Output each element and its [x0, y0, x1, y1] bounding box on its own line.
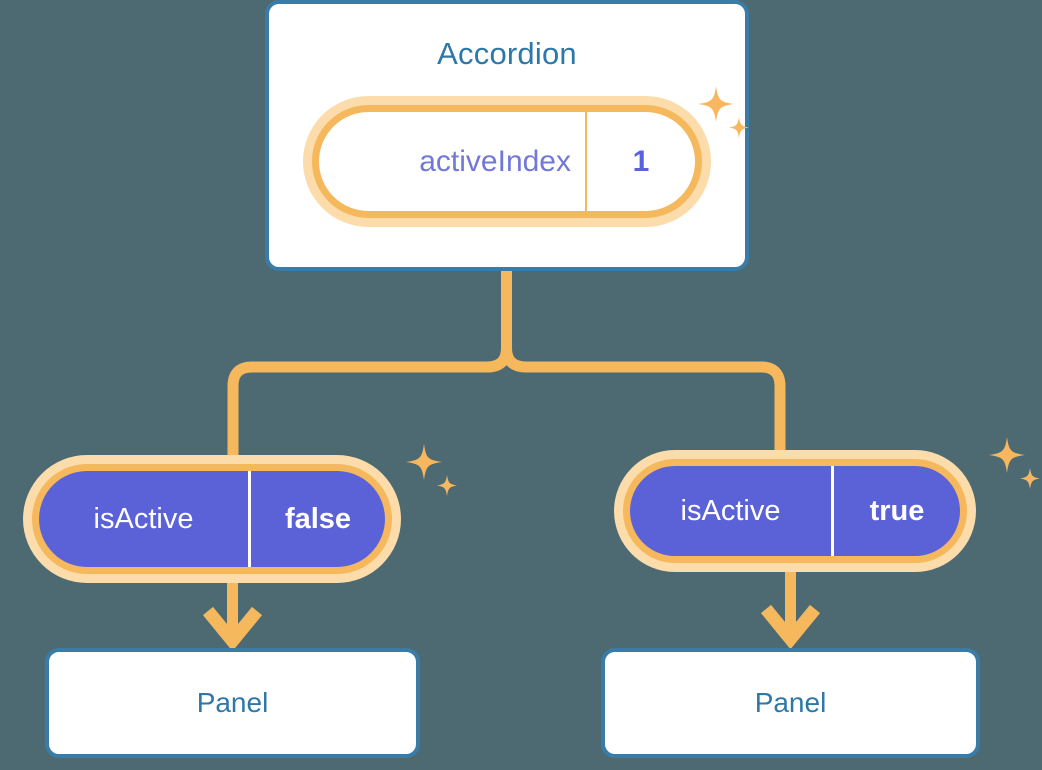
state-key-label: isActive — [39, 471, 251, 567]
sparkle-icon — [406, 444, 457, 496]
arrow-down-icon-left — [202, 574, 263, 652]
state-pill-is-active-left[interactable]: isActive false — [32, 464, 392, 574]
state-value-label: true — [869, 494, 925, 527]
component-title: Panel — [754, 687, 827, 718]
connector-branch-left — [227, 347, 512, 470]
state-key-label: isActive — [630, 466, 834, 556]
sparkle-icon — [989, 437, 1040, 489]
state-pill-active-index[interactable]: activeIndex 1 — [312, 105, 702, 218]
component-title: Panel — [196, 687, 269, 718]
component-card-panel-right[interactable]: Panel — [601, 648, 980, 758]
state-key-label: activeIndex — [319, 112, 587, 211]
component-title: Accordion — [437, 36, 577, 71]
component-card-panel-left[interactable]: Panel — [45, 648, 420, 758]
state-value-label: false — [284, 502, 352, 535]
state-pill-is-active-right[interactable]: isActive true — [623, 459, 967, 563]
connector-branch-right — [501, 347, 786, 466]
state-value-label: 1 — [632, 144, 650, 178]
arrow-down-icon-right — [760, 569, 821, 650]
